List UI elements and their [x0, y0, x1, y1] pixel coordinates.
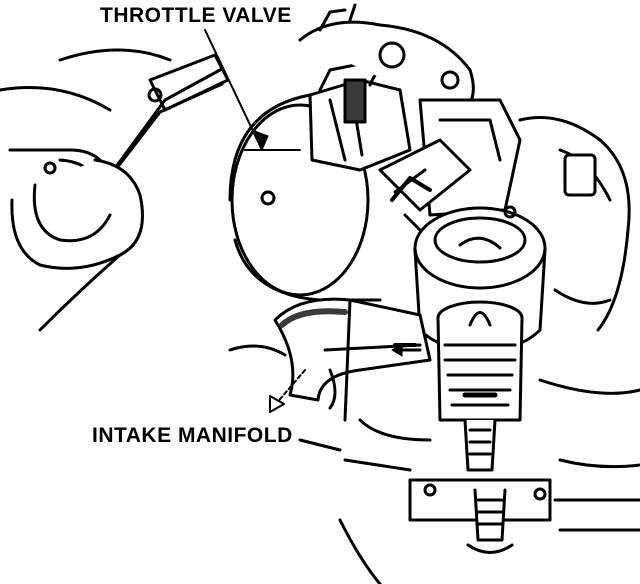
valve-spring-stack: [436, 300, 524, 422]
throttle-valve-plate: [308, 60, 412, 172]
lower-engine-details: [228, 298, 432, 452]
throttle-cam: [298, 3, 475, 117]
intake-flow-arrow: [269, 369, 306, 413]
engine-body-left: [0, 48, 172, 332]
intake-manifold-passage: [273, 297, 432, 410]
adjust-screw: [338, 418, 552, 584]
engine-block-right: [518, 116, 640, 532]
intake-manifold-label: INTAKE MANIFOLD: [92, 424, 293, 447]
airflow-arrows: [391, 213, 422, 357]
throttle-valve-arrow: [204, 29, 269, 151]
idle-valve-housing: [378, 98, 522, 217]
throttle-valve-label: THROTTLE VALVE: [100, 4, 292, 27]
